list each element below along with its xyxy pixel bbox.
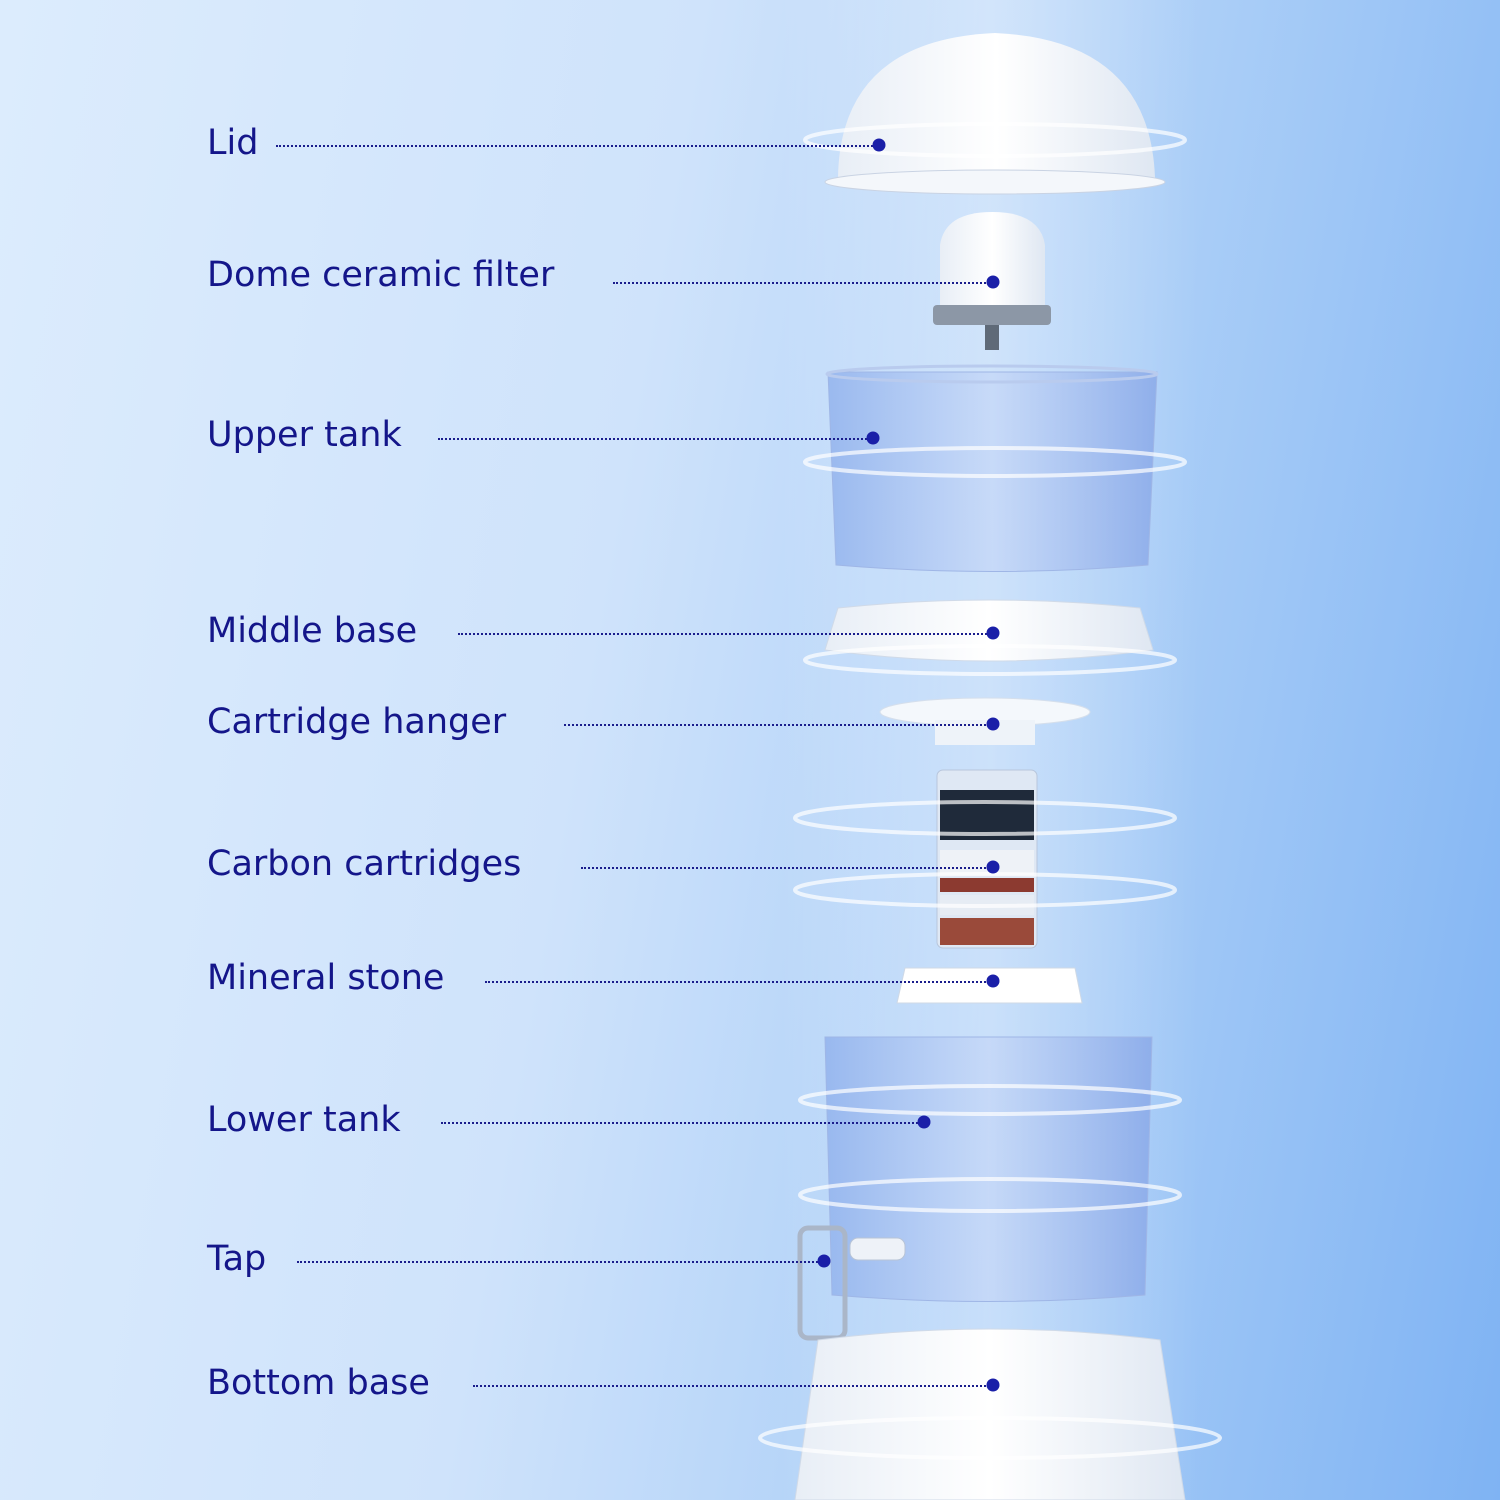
label-lid: Lid: [207, 122, 259, 163]
marker-dot: [986, 974, 1000, 988]
marker-dot: [872, 138, 886, 152]
marker-dot: [986, 717, 1000, 731]
label-tap: Tap: [207, 1238, 267, 1279]
leader-line: [564, 724, 990, 726]
tap-shape: [797, 1225, 906, 1341]
marker-dot: [817, 1254, 831, 1268]
leader-line: [441, 1122, 921, 1124]
label-lower-tank: Lower tank: [207, 1099, 401, 1140]
label-mineral-stone: Mineral stone: [207, 957, 445, 998]
marker-dot: [986, 275, 1000, 289]
label-dome-ceramic-filter: Dome ceramic filter: [207, 254, 555, 295]
label-cartridge-hanger: Cartridge hanger: [207, 701, 507, 742]
leader-line: [276, 145, 876, 147]
marker-dot: [917, 1115, 931, 1129]
marker-dot: [986, 860, 1000, 874]
lower-tank-shape: [824, 1036, 1153, 1302]
label-upper-tank: Upper tank: [207, 414, 402, 455]
carbon-cartridge-shape: [936, 769, 1038, 949]
cartridge-hanger-shape: [879, 697, 1091, 745]
leader-line: [297, 1261, 821, 1263]
glow-rings: [758, 122, 1222, 1460]
marker-dot: [986, 626, 1000, 640]
leader-line: [438, 438, 870, 440]
upper-tank-shape: [825, 364, 1159, 572]
leader-line: [485, 981, 990, 983]
label-middle-base: Middle base: [207, 610, 418, 651]
label-carbon-cartridges: Carbon cartridges: [207, 843, 522, 884]
bottom-base-shape: [794, 1328, 1186, 1500]
dome-filter-shape: [933, 212, 1051, 350]
leader-line: [458, 633, 990, 635]
label-bottom-base: Bottom base: [207, 1362, 430, 1403]
leader-line: [473, 1385, 990, 1387]
marker-dot: [866, 431, 880, 445]
leader-line: [581, 867, 990, 869]
marker-dot: [986, 1378, 1000, 1392]
leader-line: [613, 282, 990, 284]
lid-shape: [824, 33, 1166, 195]
